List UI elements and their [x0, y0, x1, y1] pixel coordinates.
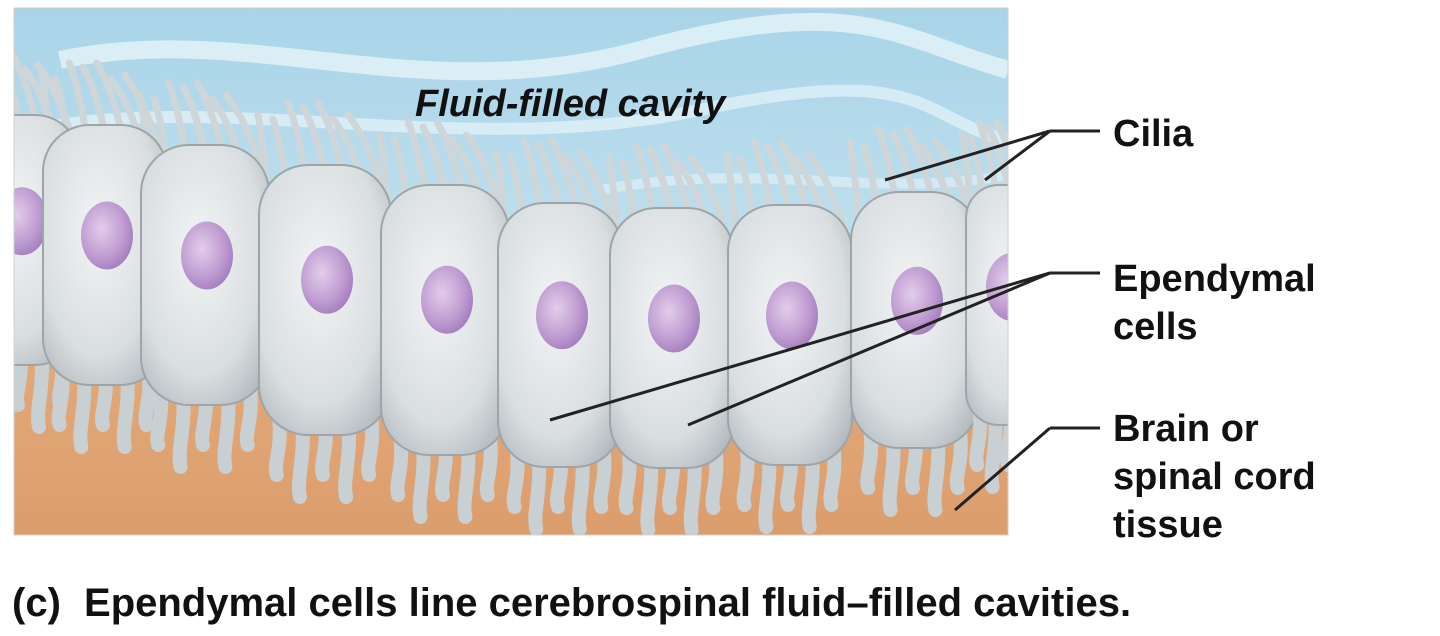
- cell-nucleus: [986, 253, 1008, 321]
- cell-nucleus: [891, 266, 943, 335]
- fluid-cavity-label: Fluid-filled cavity: [415, 83, 726, 125]
- brain-label-line: tissue: [1113, 504, 1223, 546]
- cell-nucleus: [536, 281, 588, 350]
- cilia-label: Cilia: [1113, 113, 1194, 155]
- cell-nucleus: [421, 265, 473, 334]
- leader-lines: [549, 129, 1100, 512]
- cell-process: [1022, 405, 1026, 487]
- caption-panel-letter: (c): [12, 581, 61, 625]
- panel-border: [13, 7, 1009, 536]
- cell-nucleus: [181, 221, 233, 290]
- ependymal-leader: [687, 271, 1051, 427]
- brain-label-line: spinal cord: [1113, 456, 1316, 498]
- tissue-leader: [954, 426, 1051, 512]
- cell-nucleus: [81, 201, 133, 270]
- cell-nucleus: [766, 281, 818, 350]
- figure-caption: (c) Ependymal cells line cerebrospinal f…: [12, 578, 1131, 628]
- cell-nucleus: [648, 284, 700, 353]
- cilia-leader: [884, 129, 1051, 182]
- ependymal-cells-label: Ependymal cells: [1113, 255, 1316, 351]
- cell-nucleus: [301, 245, 353, 314]
- fluid-highlight: [58, 12, 1008, 81]
- cell-process: [1000, 398, 1008, 472]
- ependymal-label-line: cells: [1113, 306, 1198, 348]
- cilium: [993, 119, 1008, 158]
- cilium: [0, 53, 2, 133]
- brain-label-line: Brain or: [1113, 408, 1259, 450]
- cilium: [984, 123, 1008, 200]
- ependymal-cell: [965, 184, 1008, 426]
- cilium: [1001, 135, 1008, 150]
- cilia-leader: [984, 129, 1051, 182]
- ependymal-leader: [549, 271, 1051, 422]
- fluid-highlight: [28, 84, 1008, 146]
- cell-nucleus: [14, 187, 48, 256]
- caption-text: Ependymal cells line cerebrospinal fluid…: [84, 581, 1132, 625]
- brain-tissue-label: Brain or spinal cord tissue: [1113, 405, 1316, 549]
- ependymal-label-line: Ependymal: [1113, 258, 1316, 300]
- ependymal-cell-group: [14, 114, 1026, 535]
